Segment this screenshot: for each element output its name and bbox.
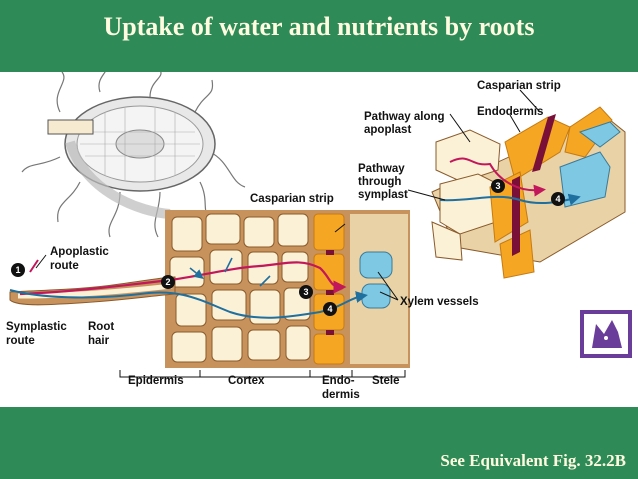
label-epidermis: Epidermis [128, 375, 184, 387]
svg-text:4: 4 [555, 194, 560, 204]
root-cross-section-icon [21, 72, 246, 238]
step-marker-1: 1 [11, 263, 25, 277]
root-uptake-diagram: 1 2 3 4 3 4 Apo [6, 72, 632, 401]
figure-panel: 1 2 3 4 3 4 Apo [0, 72, 638, 407]
tissue-section [165, 210, 410, 368]
svg-text:4: 4 [327, 304, 332, 314]
label-root-hair: Root hair [88, 321, 117, 347]
figure-caption: See Equivalent Fig. 32.2B [440, 451, 626, 470]
label-casparian-strip-top: Casparian strip [477, 80, 561, 92]
label-casparian-strip: Casparian strip [250, 193, 334, 205]
label-xylem-vessels: Xylem vessels [400, 296, 479, 308]
svg-text:1: 1 [15, 265, 20, 275]
step-marker-2: 2 [161, 275, 175, 289]
apoplastic-path [19, 261, 347, 296]
step-marker-4-top: 4 [551, 192, 565, 206]
label-pathway-apoplast: Pathway along apoplast [364, 111, 448, 136]
label-endodermis-top: Endodermis [477, 106, 543, 118]
label-cortex: Cortex [228, 375, 265, 387]
label-symplastic-route: Symplastic route [6, 321, 70, 347]
step-marker-3-top: 3 [491, 179, 505, 193]
svg-text:3: 3 [303, 287, 308, 297]
svg-text:3: 3 [495, 181, 500, 191]
svg-text:2: 2 [165, 277, 170, 287]
label-apoplastic-route: Apoplastic route [50, 246, 112, 272]
husky-logo-icon [580, 310, 632, 358]
step-marker-4: 4 [323, 302, 337, 316]
label-stele: Stele [372, 375, 400, 387]
slide-title: Uptake of water and nutrients by roots [103, 12, 535, 41]
label-pathway-symplast: Pathway through symplast [358, 163, 408, 201]
label-endodermis: Endo- dermis [322, 375, 360, 401]
endodermis-3d-block [431, 106, 626, 279]
step-marker-3: 3 [299, 285, 313, 299]
